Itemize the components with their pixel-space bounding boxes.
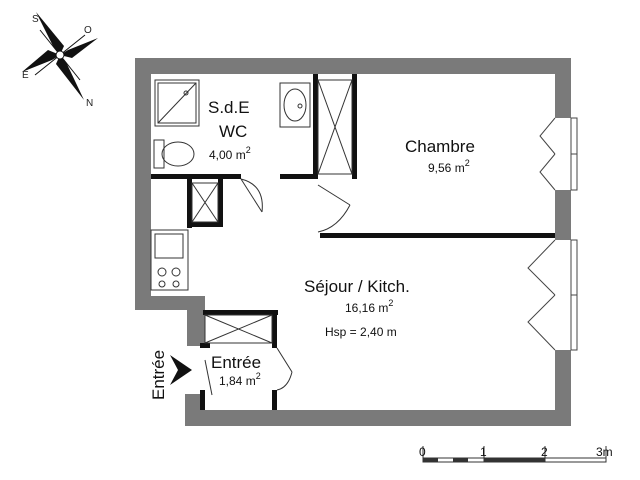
kitchen-counter [150, 229, 189, 291]
compass-label-n: N [86, 98, 93, 109]
window-sejour [527, 239, 578, 351]
room-sde-name-line2: WC [219, 122, 247, 141]
scale-tick-0: 0 [419, 445, 426, 459]
door-sde [240, 178, 263, 213]
outer-walls [135, 58, 571, 426]
compass-needle-east [22, 50, 60, 72]
closet-entree [204, 314, 273, 344]
shower-tray [154, 79, 200, 127]
room-sejour-name: Séjour / Kitch. [304, 277, 410, 296]
compass-needle-north [56, 55, 84, 100]
scale-tick-1: 1 [480, 445, 487, 459]
room-chambre-area: 9,56 m2 [428, 158, 470, 175]
closet-hall [191, 182, 219, 223]
compass-needle-south [36, 12, 64, 55]
toilet [153, 139, 195, 169]
scale-tick-3m: 3m [596, 445, 613, 459]
room-sejour-area: 16,16 m2 [345, 298, 393, 315]
entrance-label: Entrée [149, 350, 168, 400]
compass-label-o: O [84, 25, 92, 36]
closet-chambre [317, 79, 353, 175]
room-chambre-name: Chambre [405, 137, 475, 156]
compass-label-e: E [22, 70, 29, 81]
scale-tick-2: 2 [541, 445, 548, 459]
sink [279, 82, 311, 128]
scale-bar: 0 1 2 3m [419, 445, 613, 463]
door-chambre [317, 184, 351, 233]
entrance-arrow-icon [170, 355, 192, 385]
door-front [204, 359, 213, 396]
door-entree [276, 347, 293, 391]
room-sejour-height: Hsp = 2,40 m [325, 325, 397, 339]
compass-rose: S O E N [22, 12, 98, 109]
interior-walls [151, 74, 555, 410]
room-entree-name: Entrée [211, 353, 261, 372]
room-sde-name-line1: S.d.E [208, 98, 250, 117]
window-chambre [539, 117, 578, 191]
room-sde-area: 4,00 m2 [209, 145, 251, 162]
compass-label-s: S [32, 14, 39, 25]
compass-needle-west [60, 38, 98, 58]
room-entree-area: 1,84 m2 [219, 371, 261, 388]
